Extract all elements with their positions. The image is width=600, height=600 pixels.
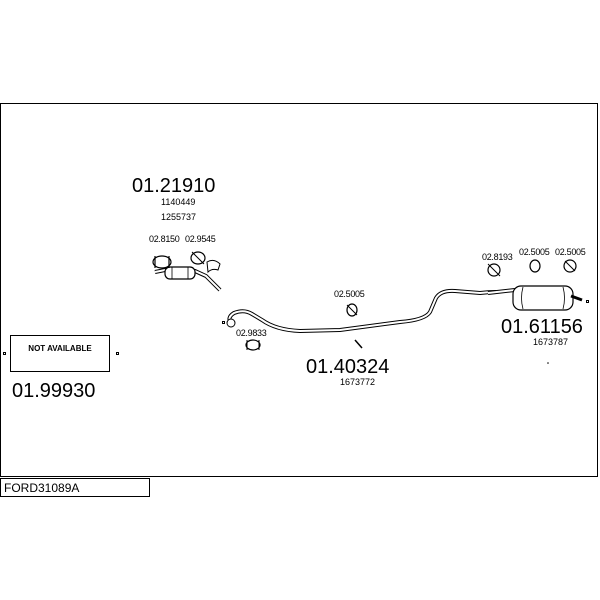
front-section-ref-2: 1255737 [161, 212, 197, 222]
fitting-label-02-5005-middle: 02.5005 [334, 289, 365, 299]
fitting-02-8150-icon [152, 255, 172, 269]
catalyst-connector-right [116, 352, 119, 355]
middle-pipe-connector [222, 321, 225, 324]
fitting-label-02-5005-rear-1: 02.5005 [519, 247, 550, 257]
middle-pipe-ref: 1673772 [340, 377, 376, 387]
catalyst-connector-left [3, 352, 6, 355]
catalyst-part-number: 01.99930 [12, 380, 96, 402]
rear-silencer-connector [586, 300, 589, 303]
fitting-label-02-5005-rear-2: 02.5005 [555, 247, 586, 257]
diagram-code-box: FORD31089A [0, 478, 150, 497]
fitting-label-02-9833: 02.9833 [236, 328, 267, 338]
front-section-ref-1: 1140449 [161, 197, 196, 207]
rear-silencer-part-number: 01.61156 [501, 316, 583, 338]
fitting-02-9833-icon [245, 339, 261, 351]
fitting-label-02-8193: 02.8193 [482, 252, 513, 262]
catalyst-not-available-box: NOT AVAILABLE [10, 335, 110, 372]
middle-pipe-part-number: 01.40324 [306, 356, 390, 378]
fitting-02-8193-icon [487, 263, 501, 277]
fitting-label-02-8150: 02.8150 [149, 234, 180, 244]
diagram-frame [0, 103, 598, 477]
diagram-code: FORD31089A [4, 481, 80, 495]
fitting-02-5005-rear-1-icon [529, 259, 541, 273]
front-section-part-number: 01.21910 [132, 175, 216, 197]
fitting-02-9545-icon [190, 251, 206, 265]
fitting-02-5005-middle-icon [346, 303, 358, 317]
fitting-label-02-9545: 02.9545 [185, 234, 216, 244]
catalyst-status: NOT AVAILABLE [28, 344, 92, 353]
fitting-02-5005-rear-2-icon [563, 259, 577, 273]
rear-silencer-ref: 1673787 [533, 337, 569, 347]
